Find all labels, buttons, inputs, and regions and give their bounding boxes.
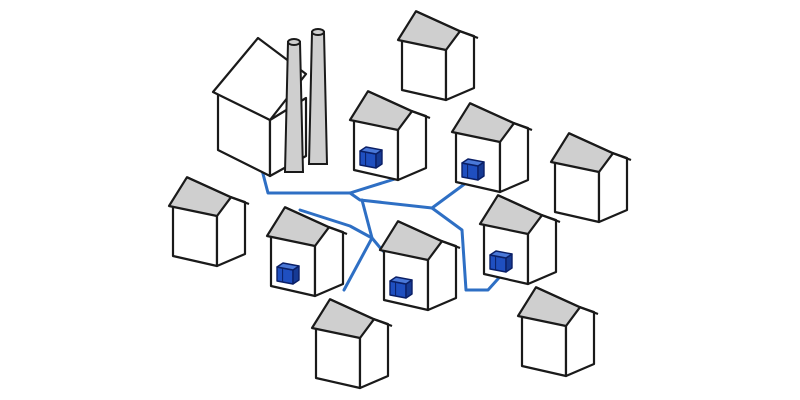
heat-exchanger-icon [359,146,383,169]
pipe-segment [260,168,400,195]
pipe-segment [348,191,508,292]
house-ridge [397,220,461,250]
house-center-left [265,206,348,298]
house-ridge [469,102,533,132]
house-ridge [415,10,479,40]
house-north-a [348,90,431,182]
plant-roof [211,36,308,122]
house-far-left [167,176,250,268]
chimney-icon [283,41,305,173]
heat-exchanger-icon [461,158,485,181]
house-ridge [367,90,431,120]
heat-exchanger-icon [489,250,513,273]
chimney-top [287,38,301,46]
house-ridge [284,206,348,236]
house-ridge [535,286,599,316]
house-east [478,194,561,286]
house-bottom-right [516,286,599,378]
house-ridge [497,194,561,224]
chimney-top [311,28,325,36]
pipe-segment [298,208,374,292]
heat-exchanger-icon [389,276,413,299]
chimney-icon [307,31,329,165]
heat-exchanger-icon [276,262,300,285]
heating-plant [211,28,329,178]
house-center [378,220,461,312]
pipe-network [260,168,508,292]
house-north-b [450,102,533,194]
house-far-right [549,132,632,224]
house-group [167,10,632,390]
house-ridge [186,176,250,206]
house-ridge [568,132,632,162]
house-ridge [329,298,393,328]
house-top-center [396,10,479,102]
house-bottom-center [310,298,393,390]
